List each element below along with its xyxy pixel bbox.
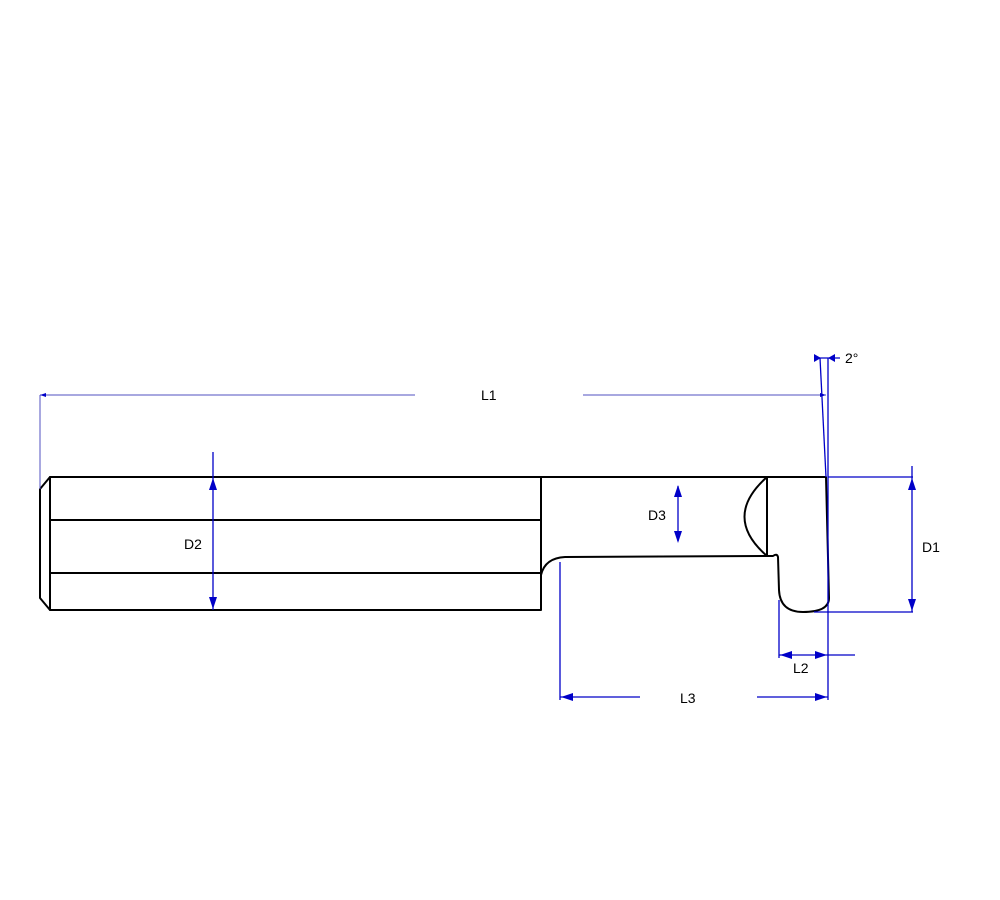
dimension-d2: D2 — [184, 452, 217, 610]
label-l2: L2 — [793, 660, 809, 676]
label-d2: D2 — [184, 536, 202, 552]
dimension-l2: L2 — [778, 600, 855, 676]
tool-outline — [39, 476, 830, 613]
shank-body — [39, 476, 542, 611]
neck-body — [540, 476, 830, 613]
label-l3: L3 — [680, 690, 696, 706]
dimension-l3: L3 — [559, 562, 828, 706]
label-angle: 2° — [845, 350, 858, 366]
label-l1: L1 — [481, 387, 497, 403]
dimension-angle: 2° — [814, 350, 858, 700]
chip-breaker-arc — [743, 476, 768, 557]
dimension-d3: D3 — [648, 485, 682, 543]
dimension-l1: L1 — [39, 387, 826, 489]
label-d1: D1 — [922, 539, 940, 555]
dimension-d1: D1 — [814, 466, 940, 613]
label-d3: D3 — [648, 507, 666, 523]
